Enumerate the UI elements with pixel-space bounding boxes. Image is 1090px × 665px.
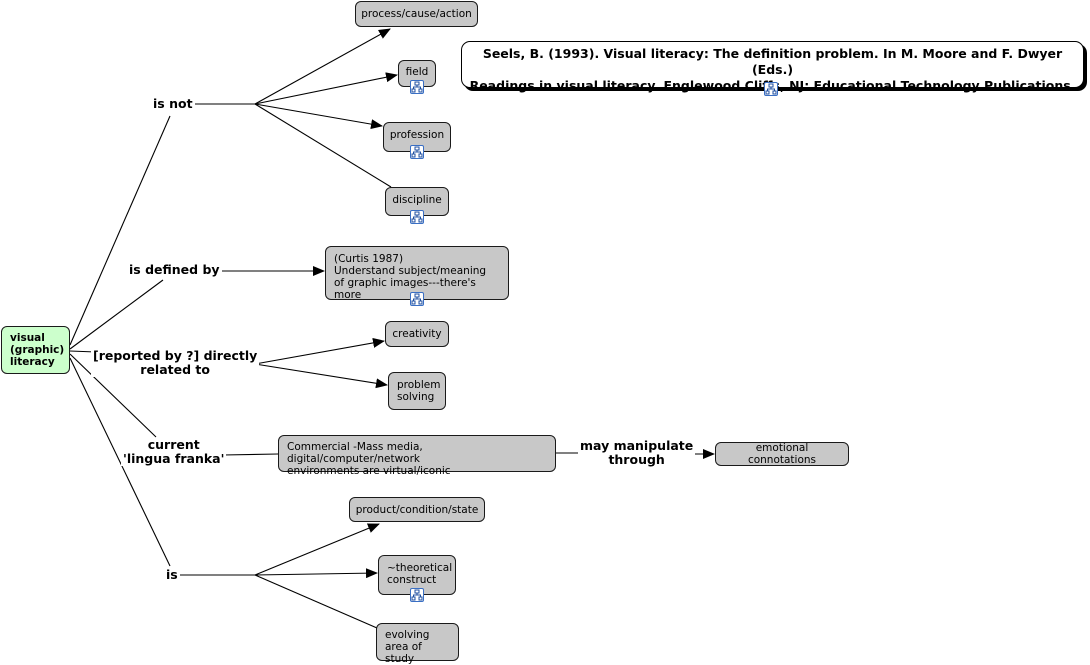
link-root-is-not: [69, 115, 171, 346]
concept-map-resource-icon[interactable]: [410, 588, 424, 602]
link-root-lingua-franka: [69, 353, 157, 438]
concept-commercial-media[interactable]: Commercial -Mass media, digital/computer…: [278, 435, 556, 477]
root-concept-visual-literacy[interactable]: visual (graphic) literacy: [1, 326, 70, 374]
link-root-is: [69, 357, 171, 567]
phrase-may-manipulate-through[interactable]: may manipulate through: [578, 438, 696, 467]
concept-problem-solving[interactable]: problem solving: [388, 372, 446, 410]
phrase-is-not[interactable]: is not: [151, 96, 195, 111]
link-related-creativity: [254, 338, 385, 365]
concept-evolving-area[interactable]: evolving area of study: [376, 623, 459, 665]
reference-citation-box[interactable]: Seels, B. (1993). Visual literacy: The d…: [461, 41, 1084, 93]
concept-product-condition-state[interactable]: product/condition/state: [349, 497, 485, 522]
concept-process-cause-action[interactable]: process/cause/action: [355, 1, 478, 27]
concept-profession[interactable]: profession: [383, 122, 451, 152]
link-related-problem: [254, 363, 388, 389]
link-root-is-defined-by: [69, 279, 164, 350]
concept-map-resource-icon[interactable]: [410, 210, 424, 224]
link-is-not-process: [254, 28, 391, 105]
concept-discipline[interactable]: discipline: [385, 187, 449, 216]
concept-map-resource-icon[interactable]: [764, 82, 778, 96]
phrase-is[interactable]: is: [164, 567, 180, 582]
concept-curtis-definition[interactable]: (Curtis 1987) Understand subject/meaning…: [325, 246, 509, 301]
concept-emotional-connotations[interactable]: emotional connotations: [715, 442, 849, 466]
link-is-evolving: [254, 574, 378, 629]
phrase-lingua-franka[interactable]: current 'lingua franka': [121, 437, 227, 466]
link-is-not-field: [254, 72, 398, 105]
link-is-not-profession: [254, 103, 383, 130]
concept-map-resource-icon[interactable]: [410, 80, 424, 94]
phrase-directly-related-to[interactable]: [reported by ?] directly related to: [91, 348, 260, 377]
concept-creativity[interactable]: creativity: [385, 321, 449, 347]
concept-map-resource-icon[interactable]: [410, 145, 424, 159]
concept-map-resource-icon[interactable]: [410, 292, 424, 306]
link-lingua-commercial: [222, 453, 279, 456]
phrase-is-defined-by[interactable]: is defined by: [127, 262, 222, 277]
link-is-not-discipline: [254, 103, 392, 188]
link-is-theoretical: [254, 568, 378, 579]
link-is-product: [254, 523, 380, 576]
